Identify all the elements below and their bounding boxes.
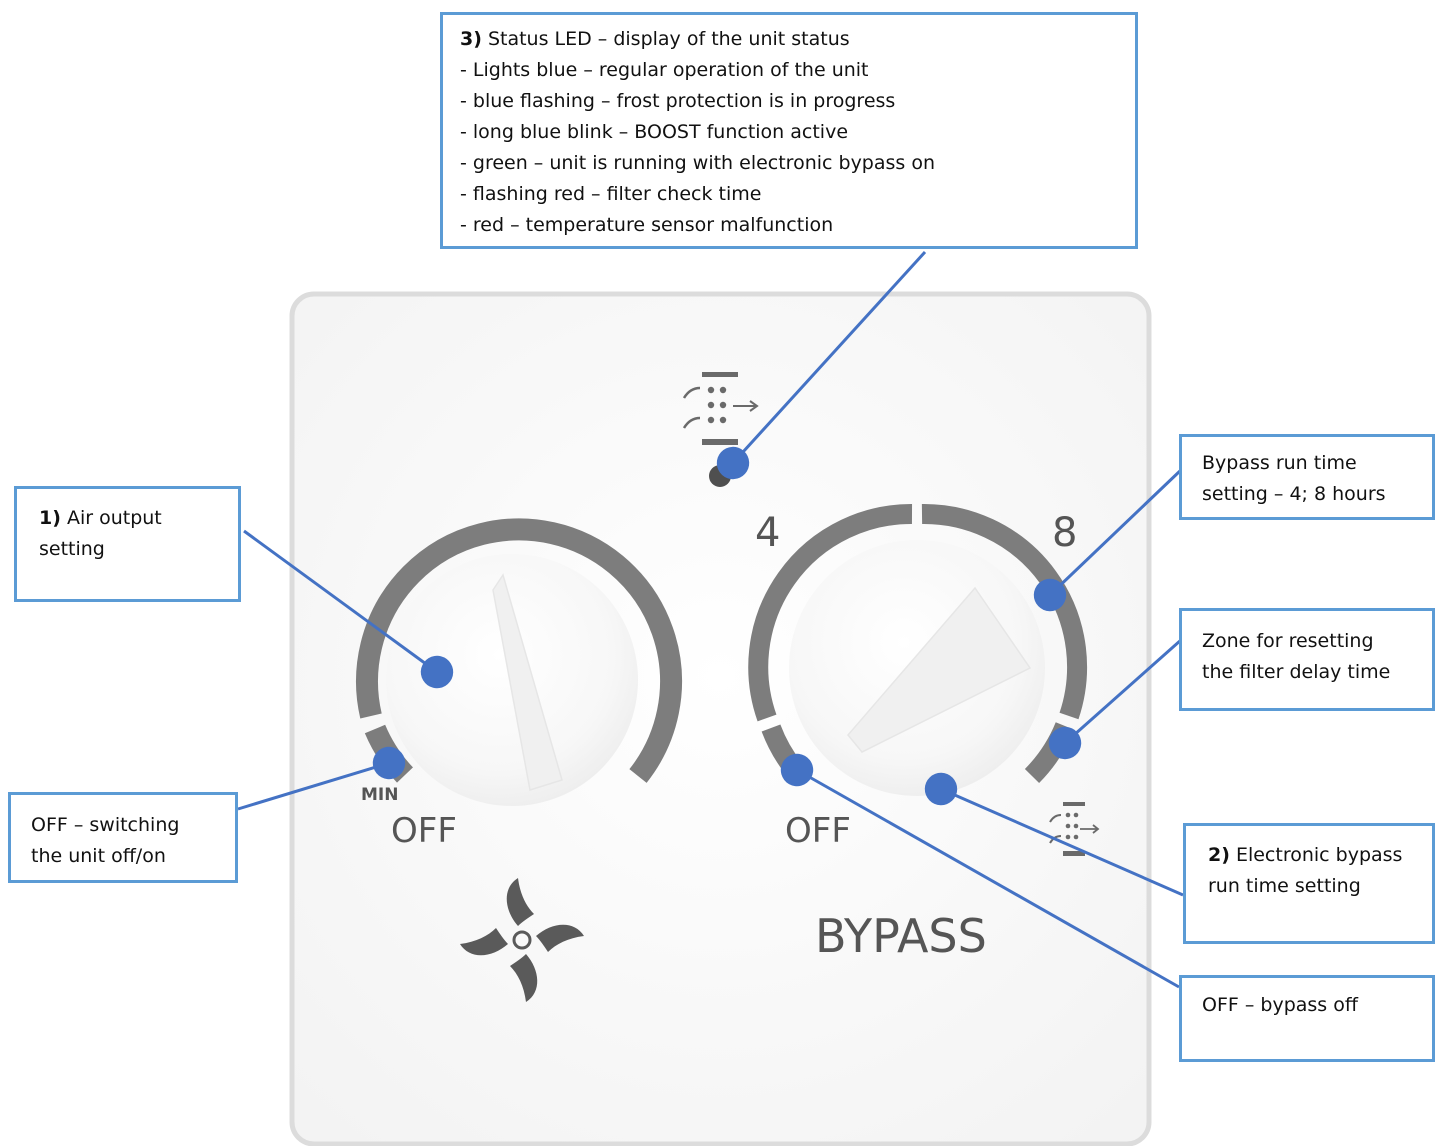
- off-label-left: OFF: [391, 811, 457, 851]
- scale-4-label: 4: [755, 510, 780, 556]
- bypass-dial[interactable]: [748, 503, 1088, 796]
- bypass-ring-segment-4: [748, 503, 913, 722]
- air-output-knob-pointer: [492, 573, 563, 791]
- callout-bypass-setting-line1: Electronic bypass: [1235, 844, 1403, 866]
- callout-bypass-setting-number: 2): [1208, 844, 1230, 866]
- off-label-right: OFF: [785, 811, 851, 851]
- callout-air-line1: Air output: [66, 507, 162, 529]
- callout-status-title: Status LED – display of the unit status: [487, 28, 850, 50]
- callout-reset-zone: Zone for resetting the filter delay time: [1179, 608, 1435, 711]
- callout-off-unit: OFF – switching the unit off/on: [8, 792, 238, 883]
- bypass-label: BYPASS: [815, 909, 987, 963]
- callout-bypass-time-line2: setting – 4; 8 hours: [1202, 483, 1386, 505]
- arrow-status-led: [716, 250, 927, 480]
- callout-status-line: - green – unit is running with electroni…: [460, 152, 936, 174]
- arrow-bypass-setting: [924, 772, 1184, 897]
- callout-bypass-off: OFF – bypass off: [1179, 975, 1435, 1062]
- leader-lines: [237, 250, 1184, 989]
- callout-status-led: 3) Status LED – display of the unit stat…: [440, 12, 1138, 249]
- arrow-air-output: [243, 529, 454, 689]
- callout-status-number: 3): [460, 28, 482, 50]
- filter-symbol-icon: [682, 372, 759, 445]
- min-label: MIN: [361, 785, 398, 805]
- bypass-ring-segment-8: [921, 503, 1088, 720]
- filter-reset-icon: [1049, 802, 1100, 856]
- callout-air-number: 1): [39, 507, 61, 529]
- bypass-knob-pointer: [847, 586, 1032, 753]
- callout-status-line: - flashing red – filter check time: [460, 183, 762, 205]
- callout-bypass-off-line1: OFF – bypass off: [1202, 994, 1358, 1016]
- callout-bypass-run-time: Bypass run time setting – 4; 8 hours: [1179, 434, 1435, 520]
- status-led: [709, 465, 731, 487]
- callout-air-line2: setting: [39, 538, 105, 560]
- arrow-off-unit: [237, 746, 406, 811]
- callout-bypass-time-line1: Bypass run time: [1202, 452, 1357, 474]
- arrow-bypass-off: [780, 753, 1180, 989]
- callout-status-line: - long blue blink – BOOST function activ…: [460, 121, 849, 143]
- callout-status-line: - Lights blue – regular operation of the…: [460, 59, 869, 81]
- callout-status-line: - red – temperature sensor malfunction: [460, 214, 834, 236]
- fan-icon: [460, 878, 584, 1002]
- callout-off-unit-line2: the unit off/on: [31, 845, 166, 867]
- callout-reset-zone-line1: Zone for resetting: [1202, 630, 1374, 652]
- scale-8-label: 8: [1052, 510, 1077, 556]
- arrow-bypass-run-time: [1033, 468, 1183, 612]
- callout-bypass-setting: 2) Electronic bypass run time setting: [1183, 823, 1435, 944]
- callout-reset-zone-line2: the filter delay time: [1202, 661, 1391, 683]
- callout-off-unit-line1: OFF – switching: [31, 814, 180, 836]
- air-output-ring: [356, 518, 683, 783]
- callout-bypass-setting-line2: run time setting: [1208, 875, 1361, 897]
- callout-status-line: - blue flashing – frost protection is in…: [460, 90, 896, 112]
- callout-air-output: 1) Air output setting: [14, 486, 241, 602]
- arrow-reset-zone: [1048, 638, 1182, 760]
- air-output-dial[interactable]: [356, 518, 683, 806]
